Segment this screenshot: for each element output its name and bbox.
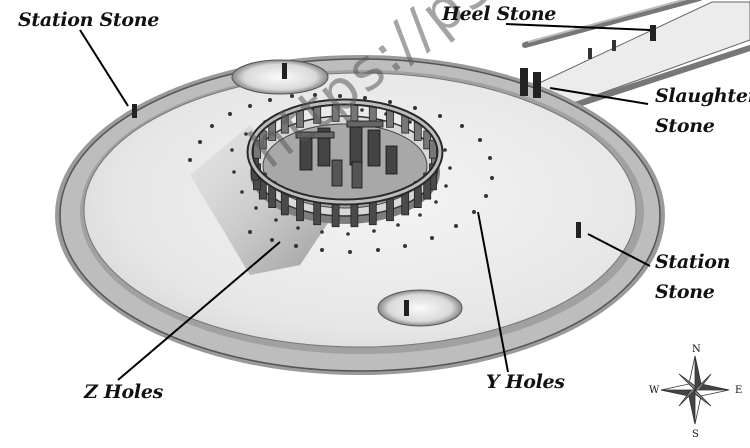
label-z-holes: Z Holes <box>84 381 164 403</box>
north-barrow <box>231 59 329 95</box>
label-station-stone-top: Station Stone <box>18 9 160 31</box>
sarsen-circle <box>246 98 444 228</box>
heel-stone <box>650 25 656 41</box>
compass-e: E <box>735 385 742 396</box>
station-stone-left <box>132 104 137 118</box>
label-slaughter-stone-line1: Slaughter <box>655 85 750 107</box>
south-barrow <box>377 289 463 327</box>
compass-w: W <box>649 385 660 396</box>
y-holes <box>188 93 494 254</box>
compass-s: S <box>692 429 699 440</box>
compass-n: N <box>692 344 701 355</box>
circle-shadow <box>190 125 330 275</box>
label-station-stone-right-line1: Station <box>655 251 731 273</box>
label-y-holes: Y Holes <box>486 371 565 393</box>
avenue-stone <box>588 48 592 59</box>
station-stone-right <box>576 222 581 238</box>
slaughter-stone <box>533 72 541 98</box>
label-station-stone-right-line2: Stone <box>655 281 715 303</box>
pointer-lines <box>79 23 651 381</box>
avenue-stone <box>612 40 616 51</box>
avenue <box>518 0 750 113</box>
slaughter-stone <box>520 68 528 96</box>
compass-rose: N E S W <box>649 344 742 440</box>
label-slaughter-stone-line2: Stone <box>655 115 715 137</box>
label-heel-stone: Heel Stone <box>442 3 557 25</box>
